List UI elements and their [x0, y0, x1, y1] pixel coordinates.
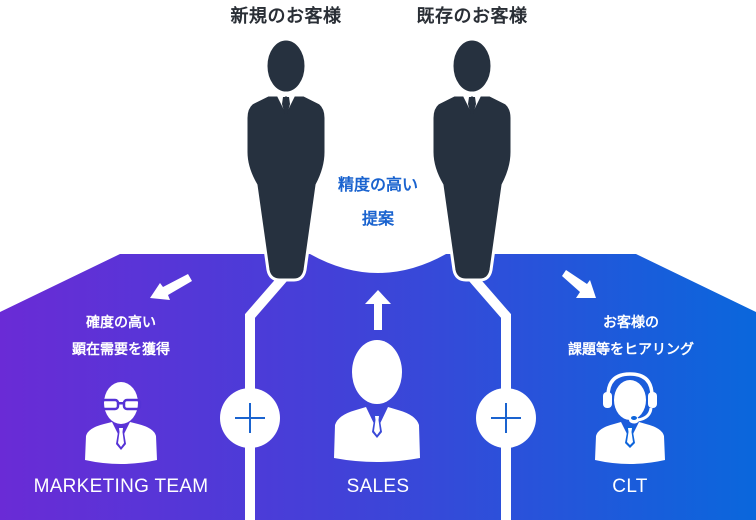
existing-customer-label: 既存のお客様: [416, 6, 528, 27]
arrow-down-left-icon: [150, 274, 192, 300]
team-label-sales: SALES: [346, 476, 410, 497]
customer-figure-existing: [430, 37, 514, 282]
divider-right: [462, 266, 511, 520]
proposal-line-1: 精度の高い: [337, 175, 418, 194]
arrow-down-right-icon: [562, 270, 596, 298]
plus-icon: [220, 388, 280, 448]
divider-left: [245, 266, 294, 520]
team-label-clt: CLT: [612, 476, 648, 497]
plus-icon: [476, 388, 536, 448]
team-label-marketing: MARKETING TEAM: [33, 476, 209, 497]
arrow-up-icon: [365, 290, 391, 330]
new-customer-label: 新規のお客様: [230, 6, 342, 27]
marketing-description: 確度の高い 顕在需要を獲得: [40, 310, 202, 364]
clt-desc-line-1: お客様の: [603, 315, 659, 331]
proposal-text: 精度の高い 提案: [300, 168, 456, 236]
clt-description: お客様の 課題等をヒアリング: [548, 310, 714, 364]
marketing-desc-line-1: 確度の高い: [86, 315, 156, 331]
marketing-desc-line-2: 顕在需要を獲得: [72, 342, 170, 358]
customer-figure-new: [244, 37, 328, 282]
clt-desc-line-2: 課題等をヒアリング: [568, 342, 694, 358]
proposal-line-2: 提案: [361, 209, 394, 228]
